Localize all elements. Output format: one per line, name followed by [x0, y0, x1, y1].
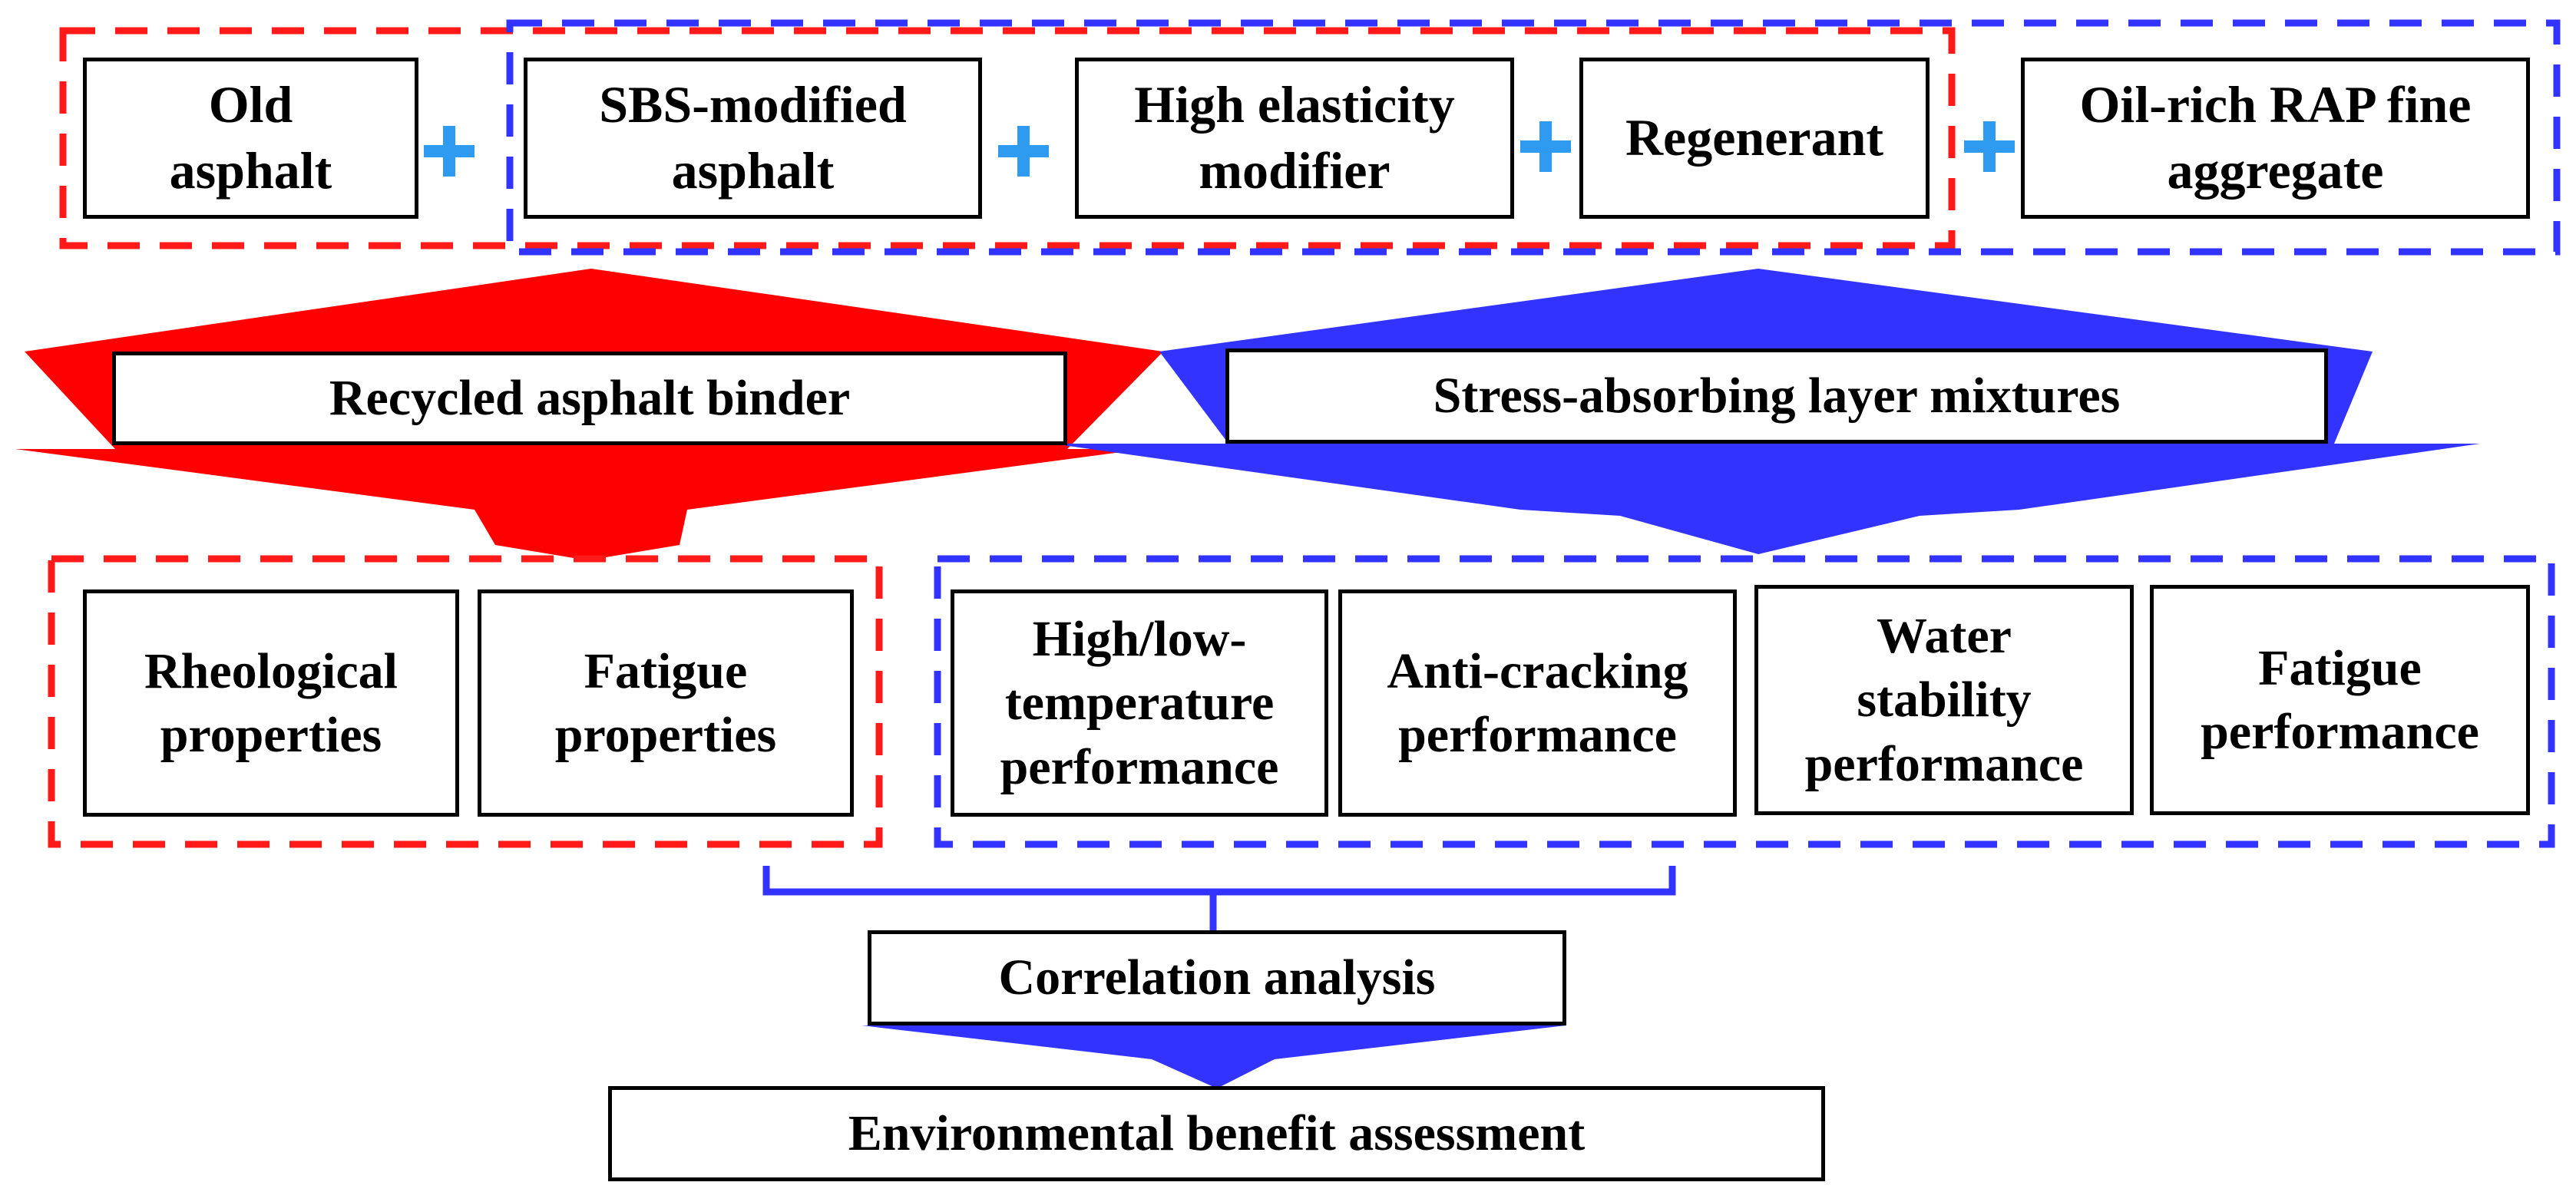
correlation-analysis-box: Correlation analysis	[868, 930, 1566, 1025]
mixture-performance-frame	[934, 555, 2555, 848]
sbs-modified-asphalt-box: SBS-modified asphalt	[524, 58, 982, 219]
correlation-bracket	[762, 866, 1676, 930]
assessment-arrow	[861, 1025, 1566, 1088]
old-asphalt-box: Old asphalt	[83, 58, 418, 219]
anti-cracking-performance-box: Anti-cracking performance	[1338, 589, 1737, 817]
binder-inputs-frame	[59, 27, 1956, 249]
regenerant-box: Regenerant	[1579, 58, 1930, 219]
plus-icon	[998, 126, 1049, 177]
mixture-fatigue-performance-box: Fatigue performance	[2150, 585, 2530, 815]
binder-properties-frame	[48, 555, 883, 848]
temperature-performance-box: High/low- temperature performance	[951, 589, 1328, 817]
recycled-asphalt-binder-box: Recycled asphalt binder	[112, 352, 1067, 445]
stress-absorbing-mixtures-box: Stress-absorbing layer mixtures	[1225, 348, 2328, 444]
plus-icon	[1964, 121, 2015, 172]
water-stability-performance-box: Water stability performance	[1754, 585, 2134, 815]
high-elasticity-modifier-box: High elasticity modifier	[1075, 58, 1514, 219]
binder-fatigue-properties-box: Fatigue properties	[478, 589, 854, 817]
oil-rich-rap-box: Oil-rich RAP fine aggregate	[2021, 58, 2530, 219]
rheological-properties-box: Rheological properties	[83, 589, 459, 817]
environmental-benefit-assessment-box: Environmental benefit assessment	[608, 1086, 1825, 1181]
plus-icon	[1520, 121, 1571, 172]
plus-icon	[424, 126, 475, 177]
mixture-inputs-frame	[506, 19, 2561, 256]
